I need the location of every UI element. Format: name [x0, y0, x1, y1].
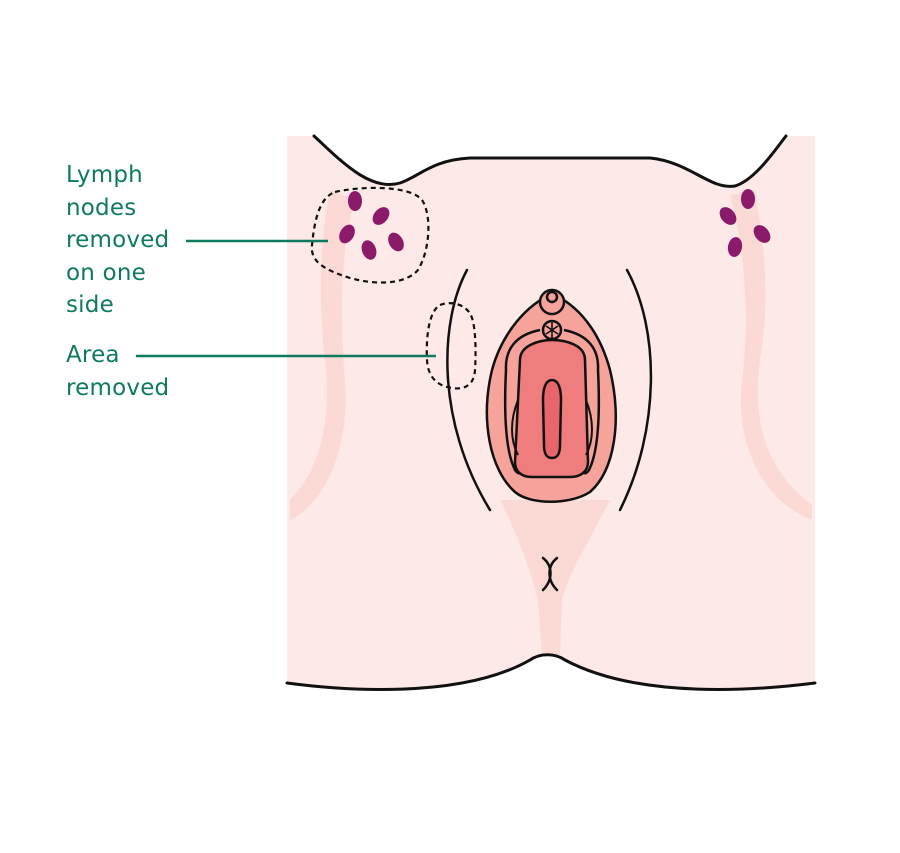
- lymph-nodes-label-line: removed: [66, 227, 170, 253]
- lymph-node: [388, 232, 404, 252]
- lymph-node: [348, 191, 362, 211]
- lymph-nodes-label: Lymph nodes removed on one side: [66, 159, 169, 322]
- top-outline: [312, 134, 788, 188]
- lymph-node: [753, 225, 771, 243]
- vaginal-opening: [541, 378, 563, 460]
- lymph-node: [339, 224, 355, 244]
- lymph-node: [727, 237, 743, 257]
- lymph-nodes-label-line: nodes: [66, 194, 137, 221]
- right-labium-majus: [618, 268, 653, 512]
- lymph-nodes-right: [719, 189, 771, 257]
- area-removed-label-line: removed: [66, 374, 170, 401]
- lymph-node: [361, 240, 377, 260]
- central-shade: [500, 500, 610, 655]
- urethra-swirl: [545, 321, 559, 339]
- left-crease-shade: [290, 190, 355, 520]
- anus: [541, 556, 559, 592]
- lymph-node: [741, 189, 755, 209]
- lymph-nodes-label-line: side: [66, 292, 114, 318]
- lymph-node: [719, 207, 737, 225]
- left-labium-majus: [446, 268, 492, 512]
- right-crease-shade: [730, 190, 812, 520]
- vulva: [485, 288, 617, 503]
- area-removed-label-line: Area: [66, 342, 120, 368]
- bottom-outline: [285, 653, 817, 691]
- area-removed-label: Area removed: [66, 339, 169, 404]
- lymph-node: [372, 207, 390, 225]
- fold-left: [511, 399, 519, 456]
- lymph-nodes-left: [339, 191, 404, 260]
- fold-right: [585, 399, 593, 456]
- clitoris: [545, 290, 559, 304]
- lymph-nodes-label-line: Lymph: [66, 162, 143, 188]
- labia-majora: [446, 268, 653, 512]
- lymph-nodes-label-line: on one: [66, 259, 146, 286]
